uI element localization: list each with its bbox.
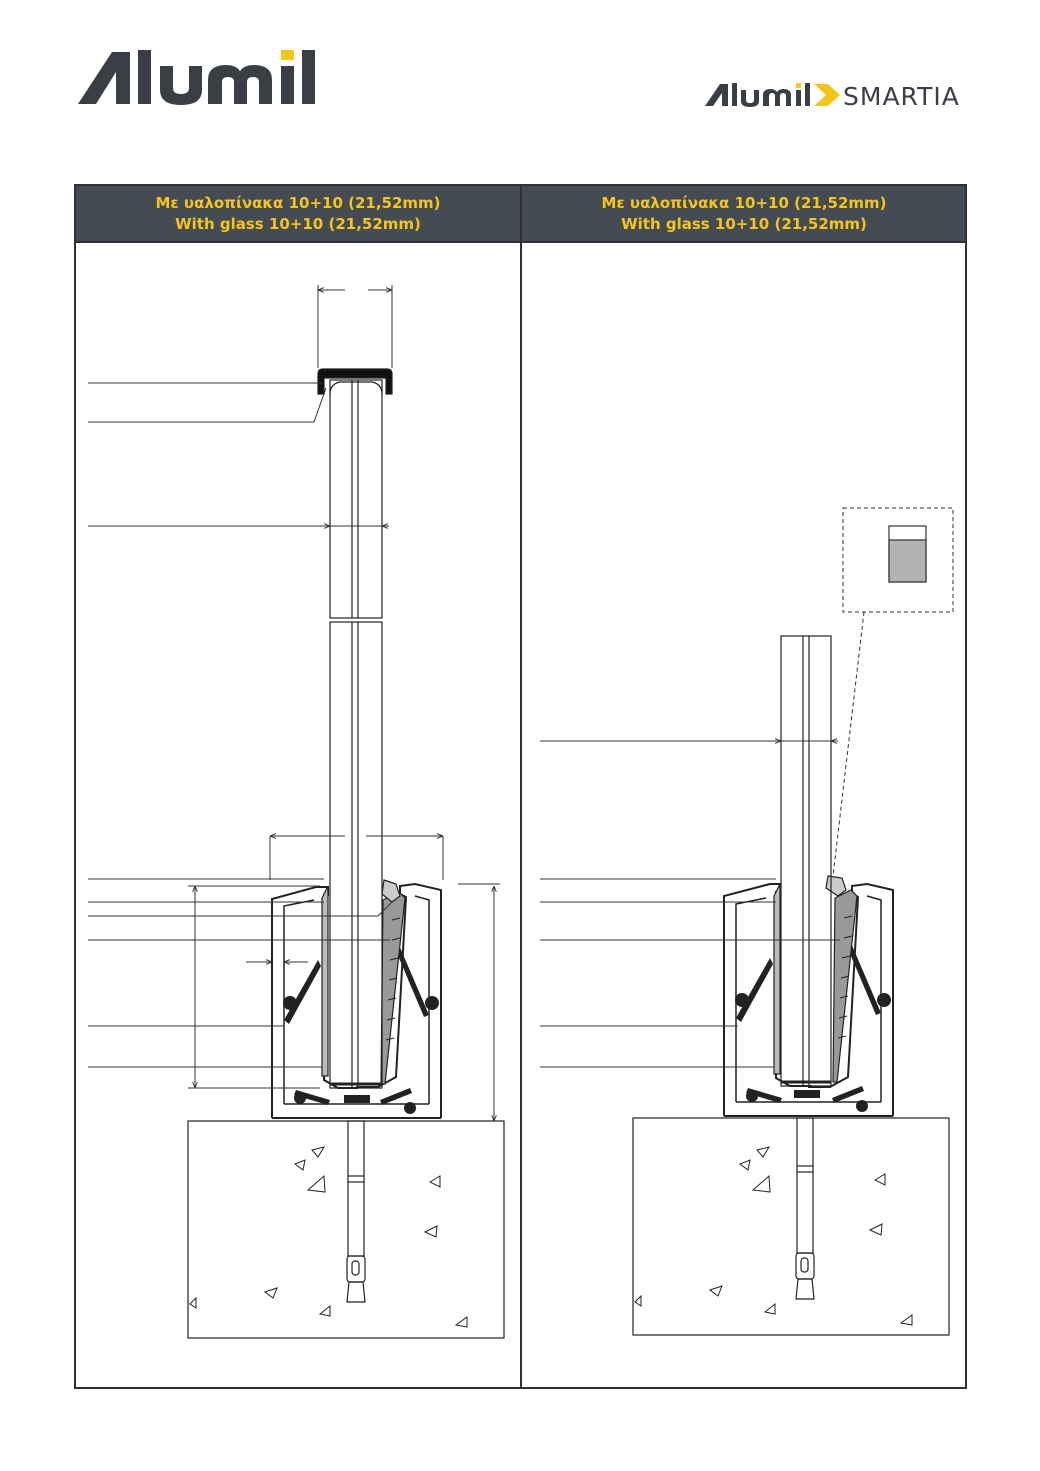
- column-title-english: With glass 10+10 (21,52mm): [621, 214, 867, 233]
- base-profile-fill: [735, 943, 891, 1112]
- section-right: [540, 507, 954, 1336]
- aggregate-marks: [634, 1146, 913, 1326]
- column-title-greek: Με υαλοπίνακα 10+10 (21,52mm): [155, 193, 441, 212]
- alumil-smartia-logo: SMARTIA: [705, 82, 960, 110]
- detail-callout: [832, 507, 954, 877]
- anchor-bolt: [795, 1117, 815, 1300]
- alumil-logo: [78, 50, 315, 105]
- column-title-greek: Με υαλοπίνακα 10+10 (21,52mm): [601, 193, 887, 212]
- dimension-lines: [188, 285, 500, 1121]
- anchor-bolt: [346, 1120, 366, 1303]
- aggregate-marks: [189, 1146, 468, 1328]
- column-header-left: Με υαλοπίνακα 10+10 (21,52mm) With glass…: [76, 186, 520, 241]
- leader-lines: [88, 382, 393, 1068]
- glass-panel: [780, 635, 832, 1087]
- concrete-slab: [187, 1120, 505, 1339]
- drawing-table: Με υαλοπίνακα 10+10 (21,52mm) With glass…: [74, 184, 967, 1389]
- product-line-label: SMARTIA: [843, 82, 960, 110]
- leader-lines: [540, 740, 840, 1068]
- wedge-gasket: [321, 879, 406, 1085]
- column-header-right: Με υαλοπίνακα 10+10 (21,52mm) With glass…: [522, 186, 966, 241]
- concrete-slab: [632, 1117, 950, 1336]
- base-profile-fill: [283, 945, 439, 1114]
- column-title-english: With glass 10+10 (21,52mm): [175, 214, 421, 233]
- glass-panel: [329, 379, 383, 1089]
- wedge-gasket: [773, 875, 858, 1083]
- column-divider: [520, 186, 522, 1387]
- section-left: [88, 285, 505, 1339]
- handrail-cap: [317, 368, 393, 395]
